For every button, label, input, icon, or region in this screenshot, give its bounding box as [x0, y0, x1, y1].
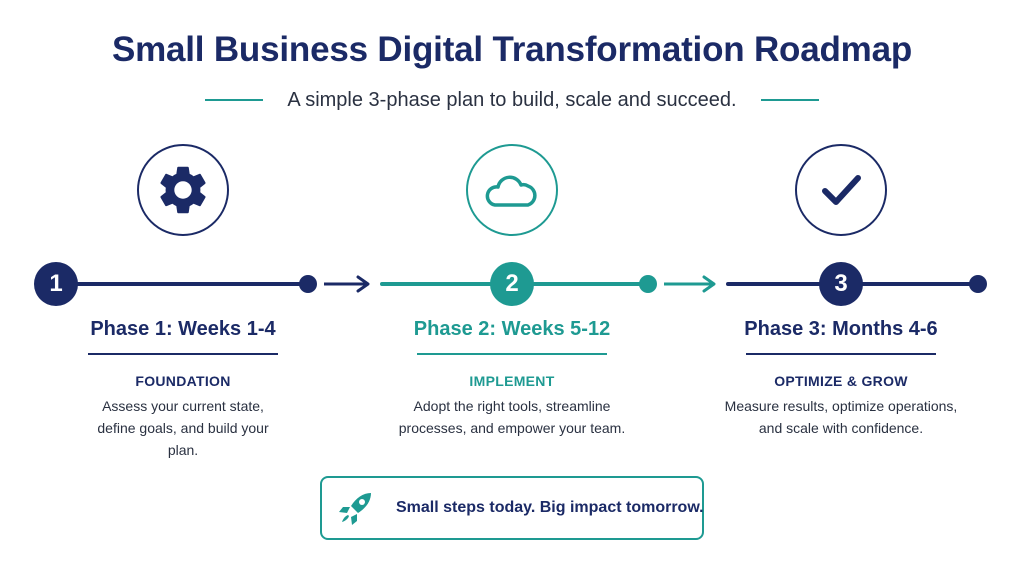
subtitle-divider-right — [760, 99, 819, 101]
phase-2-title: Phase 2: Weeks 5-12 — [413, 318, 611, 340]
subtitle-row: A simple 3-phase plan to build, scale an… — [0, 86, 1024, 114]
phase-3-label: OPTIMIZE & GROW — [774, 373, 908, 389]
arrow-right-icon — [664, 275, 716, 293]
phase-2-divider — [417, 353, 607, 355]
page-subtitle: A simple 3-phase plan to build, scale an… — [287, 88, 737, 111]
phase-3-card: Phase 3: Months 4-6 OPTIMIZE & GROW Meas… — [691, 318, 991, 439]
phase-1-card: Phase 1: Weeks 1-4 FOUNDATION Assess you… — [33, 318, 333, 461]
checkmark-icon — [822, 175, 861, 205]
timeline-end-dot-2 — [639, 275, 657, 293]
subtitle-divider-left — [205, 99, 264, 101]
phase-1-number: 1 — [34, 262, 78, 306]
arrow-right-icon — [324, 275, 370, 293]
phase-3-number: 3 — [819, 262, 863, 306]
callout-text: Small steps today. Big impact tomorrow. — [396, 499, 704, 516]
phase-2-icon-circle — [466, 144, 558, 236]
gear-icon — [160, 166, 206, 214]
phase-3-icon-circle — [795, 144, 887, 236]
phase-3-divider — [746, 353, 936, 355]
phase-2-card: Phase 2: Weeks 5-12 IMPLEMENT Adopt the … — [362, 318, 662, 439]
phase-3-title: Phase 3: Months 4-6 — [744, 318, 938, 340]
cloud-icon — [485, 175, 537, 207]
timeline-end-dot-3 — [969, 275, 987, 293]
phase-2-number: 2 — [490, 262, 534, 306]
phase-2-label: IMPLEMENT — [469, 373, 555, 389]
phase-1-label: FOUNDATION — [135, 373, 231, 389]
phase-1-divider — [88, 353, 278, 355]
phase-1-description: Assess your current state, define goals,… — [97, 398, 269, 458]
phase-1-icon-circle — [137, 144, 229, 236]
rocket-icon — [339, 493, 371, 525]
phase-1-title: Phase 1: Weeks 1-4 — [90, 318, 276, 340]
timeline-segment-1 — [56, 282, 308, 286]
phase-2-description: Adopt the right tools, streamline proces… — [398, 398, 626, 436]
page-title: Small Business Digital Transformation Ro… — [111, 30, 913, 69]
phase-3-description: Measure results, optimize operations, an… — [724, 398, 958, 436]
timeline-end-dot-1 — [299, 275, 317, 293]
callout-box: Small steps today. Big impact tomorrow. — [320, 476, 704, 540]
